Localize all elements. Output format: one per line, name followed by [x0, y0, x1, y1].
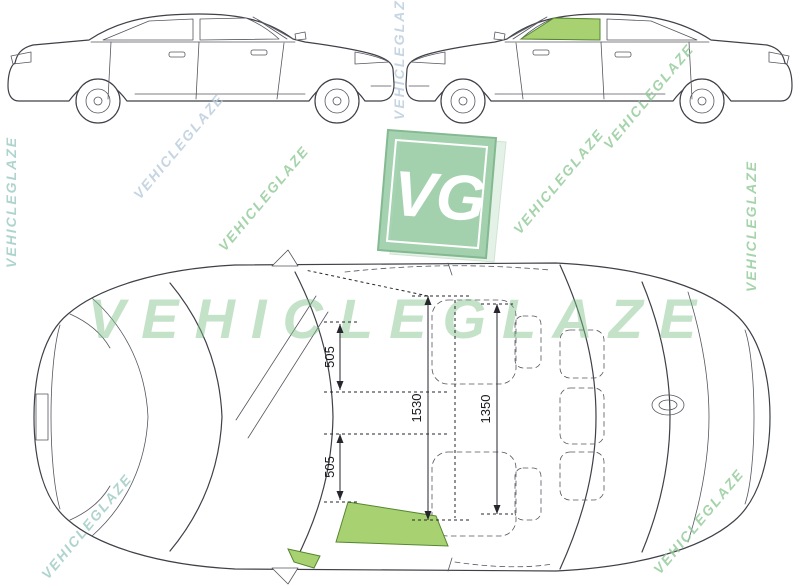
- dimension-annotations: 505 505 1530 1350: [304, 269, 513, 521]
- front-door-glass-highlight-side: [519, 17, 601, 41]
- watermark-text: VEHICLEGLAZE: [130, 90, 227, 201]
- license-plate: [35, 393, 49, 441]
- door-mirror-bottom: [271, 567, 299, 585]
- dimension-label: 505: [322, 456, 337, 478]
- windscreen-rear-edge: [294, 271, 334, 563]
- glass-highlights: [287, 17, 601, 569]
- watermark-text: VEHICLEGLAZE: [510, 125, 607, 236]
- windscreen-front-edge: [169, 282, 223, 552]
- watermark-text: VEHICLEGLAZE: [743, 160, 759, 292]
- wiper-line: [235, 295, 317, 421]
- dimension-1350: 1350: [478, 304, 501, 514]
- dimension-label: 1350: [478, 395, 493, 424]
- dimension-505-lower: 505: [322, 434, 344, 500]
- vg-logo-text: VG: [391, 157, 488, 235]
- dimension-505-upper: 505: [322, 324, 344, 390]
- watermark-text: VEHICLEGLAZE: [391, 0, 407, 120]
- watermark-text-large: VEHICLEGLAZE: [88, 287, 712, 350]
- rear-emblem: [651, 394, 685, 416]
- vent-glass-highlight-top: [287, 548, 321, 569]
- door-mirror-top: [271, 249, 299, 267]
- watermark-text: VEHICLEGLAZE: [215, 142, 312, 253]
- wiper-line: [247, 311, 329, 439]
- watermark-text: VEHICLEGLAZE: [3, 136, 19, 268]
- seat-outlines: [431, 299, 605, 537]
- car-top-view: [33, 249, 771, 585]
- dimension-label: 1530: [409, 394, 424, 423]
- dimension-1530: 1530: [409, 296, 432, 520]
- vg-logo: VG: [376, 128, 507, 263]
- dimension-label: 505: [322, 346, 337, 368]
- front-door-glass-highlight-top: [335, 501, 449, 547]
